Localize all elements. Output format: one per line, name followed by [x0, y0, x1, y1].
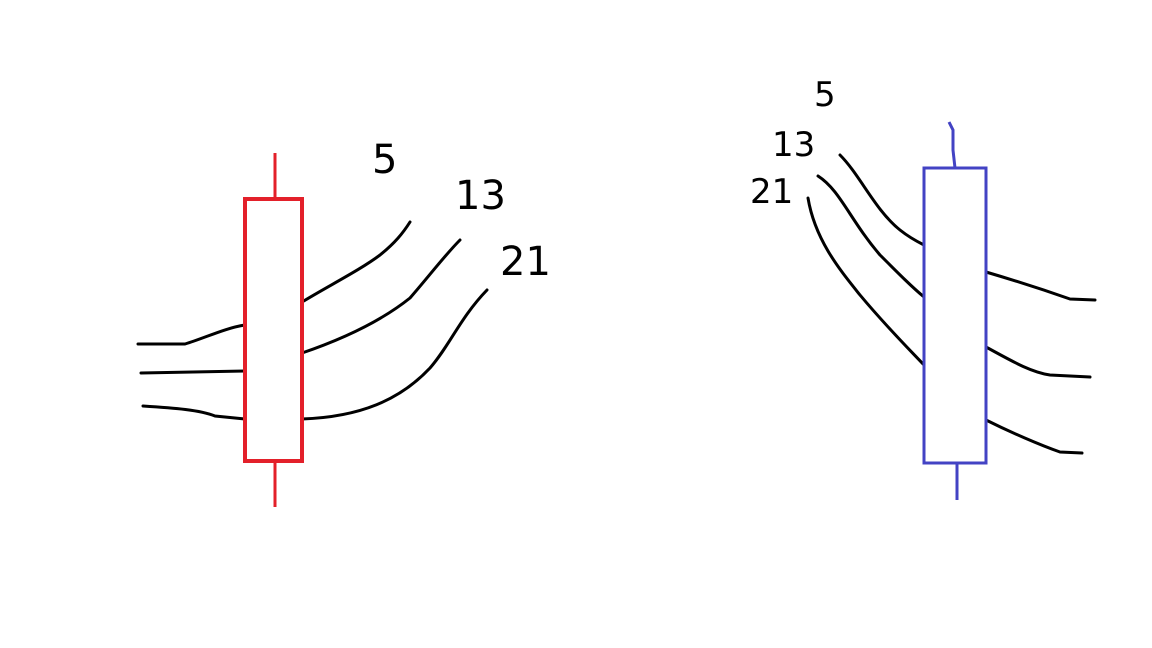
- left-label-ma5: 5: [372, 137, 398, 183]
- right-ma13-line-out: [984, 345, 1092, 379]
- right-ma5-line-in: [838, 153, 926, 247]
- left-ma21-line-in: [141, 404, 247, 421]
- right-ma5-line-out: [984, 270, 1097, 302]
- right-label-ma21: 21: [750, 172, 794, 212]
- right-ma13-line-in: [816, 174, 926, 299]
- left-label-ma13: 13: [455, 173, 506, 219]
- left-candle-body: [243, 197, 304, 463]
- right-upper-wick: [947, 121, 957, 169]
- right-candle-body: [922, 166, 988, 465]
- right-ma21-line-in: [806, 196, 926, 367]
- left-bearish-candle: [243, 153, 304, 507]
- left-label-ma21: 21: [500, 239, 551, 285]
- right-ma21-line-out: [984, 418, 1084, 455]
- right-label-ma13: 13: [772, 125, 816, 165]
- left-ma21-line-out: [300, 288, 489, 421]
- left-ma5-line-out: [300, 220, 412, 304]
- left-ma5-line-in: [136, 323, 247, 346]
- right-bullish-candle: [922, 121, 988, 500]
- left-ma13-line-in: [139, 369, 247, 375]
- right-label-ma5: 5: [814, 75, 836, 115]
- left-ma13-line-out: [300, 238, 462, 355]
